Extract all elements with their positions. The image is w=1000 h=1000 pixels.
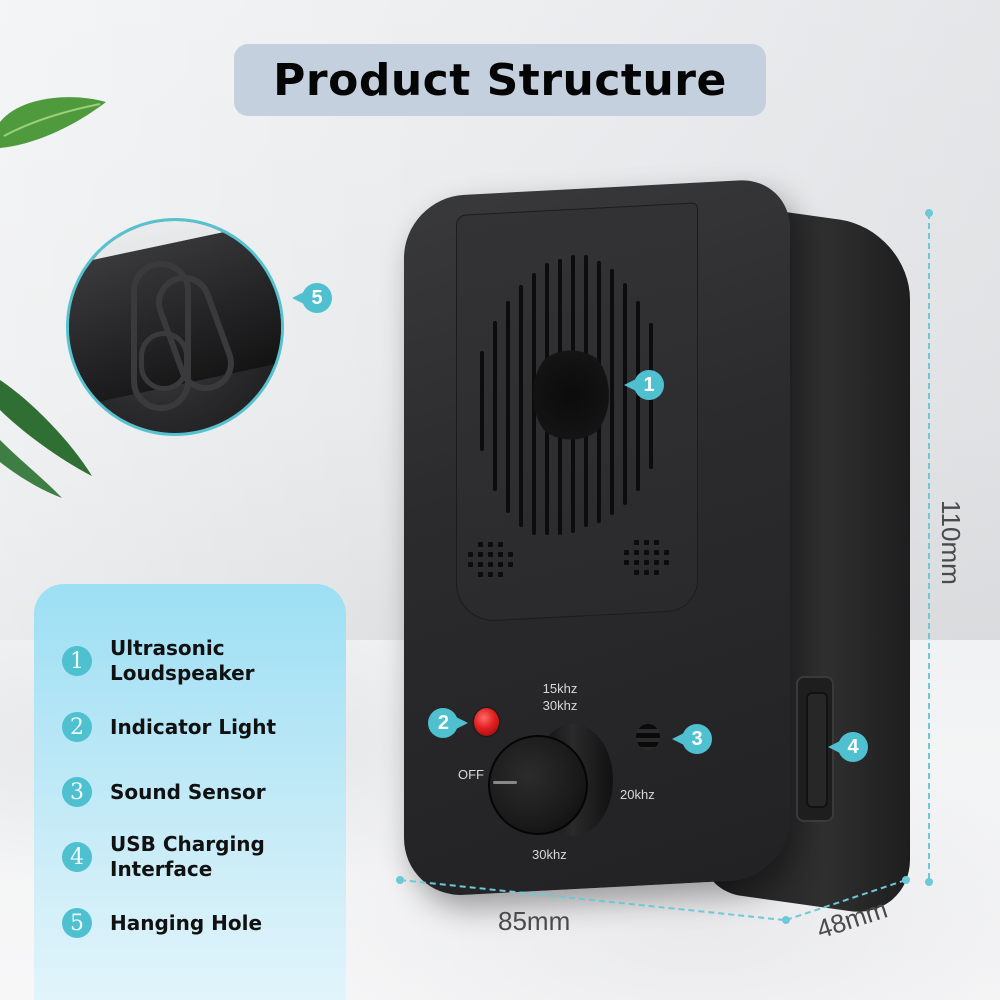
dial-label-bottom: 30khz — [532, 847, 567, 862]
callout-marker-4: 4 — [828, 732, 868, 762]
dial-label-off: OFF — [458, 767, 484, 782]
hanging-hole-detail — [66, 218, 284, 436]
callout-marker-1: 1 — [624, 370, 664, 400]
feature-legend: 1 Ultrasonic Loudspeaker 2 Indicator Lig… — [34, 584, 346, 1000]
indicator-light — [474, 708, 499, 736]
dial-label-top: 15khz 30khz — [542, 681, 578, 713]
legend-item-ultrasonic-loudspeaker: 1 Ultrasonic Loudspeaker — [62, 636, 255, 686]
plant-leaf-bottom-icon — [0, 380, 92, 498]
legend-item-indicator-light: 2 Indicator Light — [62, 712, 276, 742]
legend-item-sound-sensor: 3 Sound Sensor — [62, 777, 266, 807]
frequency-knob[interactable] — [488, 735, 588, 835]
usb-icon — [806, 692, 828, 808]
legend-item-usb-charging-interface: 4 USB Charging Interface — [62, 832, 265, 882]
legend-number-2: 2 — [62, 712, 92, 742]
knob-indicator-mark — [493, 781, 517, 784]
legend-number-1: 1 — [62, 646, 92, 676]
callout-marker-3: 3 — [672, 724, 712, 754]
legend-number-3: 3 — [62, 777, 92, 807]
legend-number-4: 4 — [62, 842, 92, 872]
vent-dots-right — [624, 540, 669, 575]
callout-marker-5: 5 — [292, 283, 332, 313]
plant-leaf-top-icon — [0, 97, 106, 148]
title-banner: Product Structure — [234, 44, 766, 116]
legend-number-5: 5 — [62, 908, 92, 938]
page-title: Product Structure — [273, 54, 727, 106]
sound-sensor — [636, 724, 660, 750]
vent-dots-left — [468, 542, 513, 577]
speaker-cone — [533, 345, 609, 445]
dimension-width: 85mm — [498, 906, 571, 936]
dial-label-20khz: 20khz — [620, 787, 655, 802]
dimension-height: 110mm — [936, 500, 966, 585]
legend-item-hanging-hole: 5 Hanging Hole — [62, 908, 262, 938]
